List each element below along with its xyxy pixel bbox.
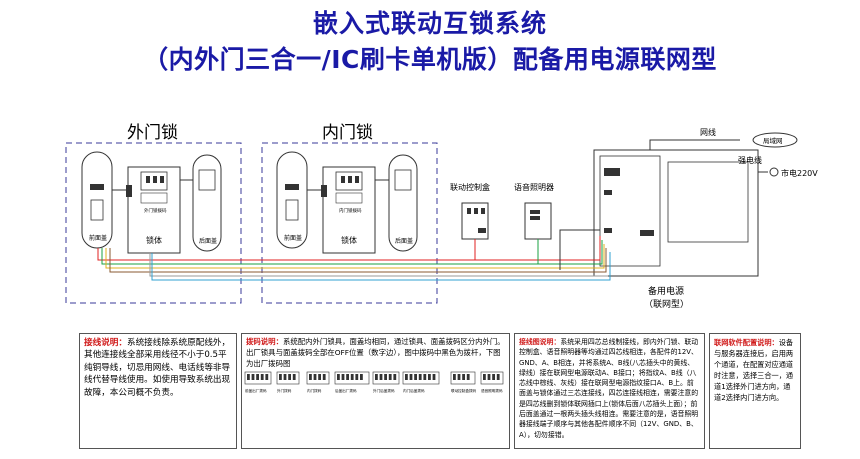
inner-back-cover: 后面盖 [388, 154, 418, 252]
voice-light-label: 语音照明器 [514, 182, 554, 192]
wiring-note-heading: 接线说明： [84, 338, 127, 348]
dip-switch-block: 外门后盖拨码 [372, 371, 400, 393]
strong-wire-label: 强电线 [738, 155, 762, 165]
dip-switch-caption: 内门拨码 [307, 388, 322, 393]
network-line [649, 139, 740, 150]
software-note-text: 设备与服务器连接后，启用两个通道，在配置对应通道时注意，选择三合一，通道1选择外… [714, 338, 794, 402]
diagram-title-line1: 嵌入式联动互锁系统 [312, 9, 547, 38]
wiring-note-text: 系统接线除系统原配线外，其他连接线全部采用线径不小于0.5平纯铜导线，切忌用网线… [84, 338, 231, 398]
lan-cloud [752, 132, 798, 148]
inner-lock-body: 内门锁拨码 锁体 [321, 166, 376, 254]
dip-switch-block: 内门后盖拨码 [402, 371, 440, 393]
power-supply-label-2: （联网型） [644, 299, 689, 310]
dip-note-heading: 拨码说明： [246, 337, 283, 346]
dip-switch-block: 内门拨码 [306, 371, 330, 393]
dip-note: 拨码说明：系统配内外门锁具，面盖均相同，通过锁具、面盖拨码区分内外门。出厂锁具与… [241, 333, 510, 449]
outer-lock-dip-label: 外门锁拨码 [144, 207, 167, 214]
inner-front-cover: 前面盖 [276, 151, 308, 249]
mains-plug [769, 167, 779, 177]
software-note-heading: 联网软件配置说明： [714, 338, 779, 347]
inner-lock-heading: 内门锁 [322, 123, 373, 143]
dip-switch-caption: 外门拨码 [277, 388, 292, 393]
dip-switch-caption: 后盖出厂拨码 [335, 388, 357, 393]
software-note: 联网软件配置说明：设备与服务器连接后，启用两个通道，在配置对应通道时注意，选择三… [709, 333, 801, 449]
dip-switch-block: 后盖出厂拨码 [334, 371, 370, 393]
outer-lock-frame [65, 142, 242, 304]
diagram-note: 接线图说明：系统采用四芯总线制接线，即内外门锁、联动控制盒、语音照明器等均通过四… [514, 333, 705, 449]
lan-label: 局域网 [763, 136, 783, 145]
control-box [461, 202, 489, 240]
power-supply-label-1: 备用电源 [648, 285, 684, 297]
wire-yellow [105, 244, 605, 269]
inner-lock-frame [261, 142, 438, 304]
wiring-note: 接线说明：系统接线除系统原配线外，其他连接线全部采用线径不小于0.5平纯铜导线，… [79, 333, 237, 449]
wire-green [101, 240, 603, 265]
inner-back-cover-label: 后面盖 [395, 237, 413, 245]
control-box-label: 联动控制盒 [450, 182, 490, 192]
dip-switch-caption: 语音照明拨码 [481, 388, 503, 393]
wire-gray [149, 253, 608, 277]
dip-switch-block: 联动控制盒拨码 [450, 371, 477, 393]
dip-switch-caption: 联动控制盒拨码 [451, 388, 477, 393]
dip-switch-block: 外门拨码 [276, 371, 300, 393]
diagram-note-text: 系统采用四芯总线制接线，即内外门锁、联动控制盒、语音照明器等均通过四芯线相连，各… [519, 338, 699, 439]
diagram-title-line2: （内外门三合一/IC刷卡单机版）配备用电源联网型 [143, 45, 717, 74]
wire-red [97, 236, 601, 261]
outer-front-cover: 前面盖 [81, 151, 113, 249]
dip-switch-block: 前盖出厂拨码 [244, 371, 272, 393]
wire-brown [109, 248, 607, 273]
power-supply [593, 149, 759, 277]
dip-switch-caption: 前盖出厂拨码 [245, 388, 267, 393]
wire-cyan [151, 252, 611, 281]
voice-light [524, 202, 552, 240]
network-line-label: 网线 [700, 127, 716, 137]
dip-switch-caption: 外门后盖拨码 [373, 388, 395, 393]
inner-front-cover-label: 前面盖 [284, 234, 302, 242]
bus-wires [97, 179, 611, 281]
outer-lock-heading: 外门锁 [127, 123, 178, 143]
dip-switch-row: 前盖出厂拨码 外门拨码 内门拨码 后盖出厂拨码 外门后盖拨码 内门后盖拨码 联动控制盒拨码语… [244, 371, 504, 393]
outer-back-cover-label: 后面盖 [199, 237, 217, 245]
inner-lock-dip-label: 内门锁拨码 [339, 207, 362, 214]
outer-back-cover: 后面盖 [192, 154, 222, 252]
outer-lock-body: 外门锁拨码 锁体 [126, 166, 181, 254]
dip-switch-caption: 内门后盖拨码 [403, 388, 425, 393]
mains-label: 市电220V [781, 168, 818, 178]
diagram-note-heading: 接线图说明： [519, 338, 561, 346]
wire-psu-bus [559, 229, 600, 270]
outer-lock-body-label: 锁体 [146, 235, 162, 245]
outer-front-cover-label: 前面盖 [89, 234, 107, 242]
dip-switch-block: 语音照明拨码 [480, 371, 504, 393]
inner-lock-body-label: 锁体 [341, 235, 357, 245]
dip-note-text: 系统配内外门锁具，面盖均相同，通过锁具、面盖拨码区分内外门。出厂锁具与面盖拨码全… [246, 337, 505, 368]
